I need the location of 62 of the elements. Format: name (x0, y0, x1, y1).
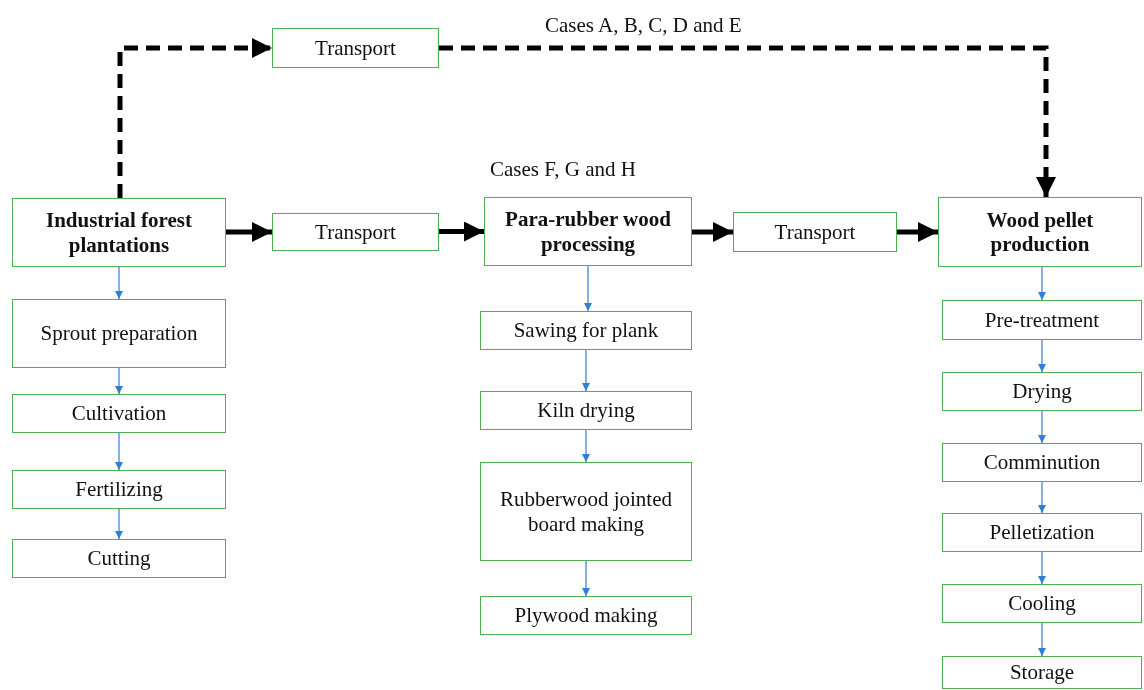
arrow (1037, 481, 1047, 514)
box-label: Cooling (1008, 591, 1076, 616)
process-box (272, 213, 439, 251)
case-note: Cases F, G and H (490, 157, 636, 182)
box-label: Cutting (87, 546, 151, 571)
arrow (1037, 410, 1047, 444)
box-label: Transport (315, 219, 396, 245)
box-label: Kiln drying (537, 398, 635, 423)
arrow (581, 349, 591, 392)
process-box (942, 513, 1142, 552)
process-box (733, 212, 897, 252)
process-box (942, 443, 1142, 482)
arrow (1037, 339, 1047, 373)
box-label: Sawing for plank (513, 318, 659, 343)
arrow (114, 367, 124, 395)
box-label: Wood pellet production (985, 207, 1095, 257)
arrow (583, 265, 593, 312)
box-label: Cultivation (71, 401, 167, 426)
process-box (12, 299, 226, 368)
box-label: Drying (1012, 379, 1072, 404)
arrow (439, 221, 484, 242)
process-box (942, 372, 1142, 411)
box-label: Fertilizing (75, 477, 163, 502)
process-box (272, 28, 439, 68)
box-label: Transport (315, 35, 396, 61)
process-box (12, 539, 226, 578)
box-label: Sprout preparation (40, 321, 198, 346)
process-box (12, 394, 226, 433)
arrow (1037, 266, 1047, 301)
process-box (480, 462, 692, 561)
process-box (480, 596, 692, 635)
box-label: Para-rubber wood processing (504, 207, 672, 256)
box-label: Comminution (983, 450, 1101, 475)
process-box (484, 197, 692, 266)
process-box (942, 300, 1142, 340)
process-box (938, 197, 1142, 267)
process-box (12, 198, 226, 267)
process-box (12, 470, 226, 509)
box-label: Plywood making (514, 603, 658, 628)
arrow (226, 222, 272, 242)
arrow (114, 266, 124, 300)
process-box (942, 656, 1142, 689)
arrow (1037, 622, 1047, 657)
arrow (114, 432, 124, 471)
arrow (117, 38, 272, 198)
arrow (581, 429, 591, 463)
process-box (480, 311, 692, 350)
box-label: Rubberwood jointed board making (498, 487, 674, 536)
box-label: Pre-treatment (984, 307, 1100, 333)
arrow (581, 560, 591, 597)
arrow (114, 508, 124, 540)
box-label: Transport (774, 219, 856, 245)
arrow (1037, 551, 1047, 585)
arrow (439, 45, 1056, 197)
box-label: Storage (1009, 660, 1075, 685)
box-label: Industrial forest plantations (44, 208, 193, 257)
process-box (942, 584, 1142, 623)
arrow (692, 222, 733, 242)
process-box (480, 391, 692, 430)
case-note: Cases A, B, C, D and E (545, 13, 742, 38)
arrow (897, 222, 938, 242)
box-label: Pelletization (989, 520, 1095, 545)
